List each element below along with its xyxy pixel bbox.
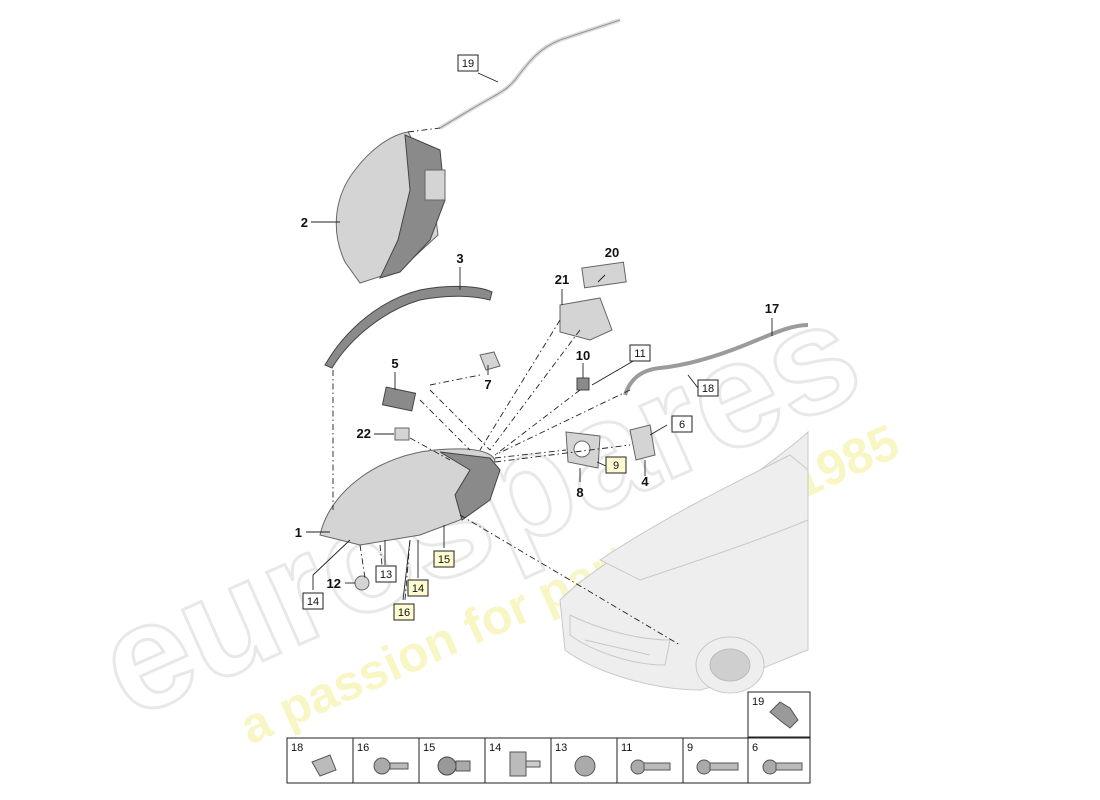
label-3: 3 — [456, 251, 463, 266]
bracket-21 — [559, 297, 613, 341]
label-4: 4 — [641, 474, 649, 489]
svg-text:9: 9 — [687, 742, 693, 754]
svg-text:11: 11 — [634, 348, 645, 360]
svg-text:9: 9 — [613, 460, 619, 472]
label-7: 7 — [484, 377, 491, 392]
cable-17 — [623, 323, 809, 396]
legend-top: 19 — [747, 691, 811, 738]
part-22 — [394, 427, 410, 441]
leader-lines — [306, 72, 773, 646]
svg-text:14: 14 — [412, 583, 424, 595]
legend-cell-13: 13 — [550, 737, 618, 784]
svg-text:16: 16 — [357, 742, 369, 754]
box-label-15: 15 — [433, 550, 455, 568]
svg-text:18: 18 — [702, 383, 714, 395]
legend-bottom: 18 16 15 14 13 11 — [286, 737, 811, 784]
label-8: 8 — [576, 485, 583, 500]
boxed-labels: 19 11 18 6 9 15 13 14 — [302, 54, 719, 621]
box-label-13: 13 — [375, 565, 397, 583]
headlight-housing-2 — [335, 131, 446, 284]
part-20 — [581, 261, 627, 289]
svg-text:19: 19 — [462, 58, 474, 70]
part-5 — [381, 386, 417, 412]
svg-text:16: 16 — [398, 607, 410, 619]
svg-text:6: 6 — [679, 419, 685, 431]
label-17: 17 — [765, 301, 779, 316]
label-12: 12 — [327, 576, 341, 591]
part-10 — [576, 377, 590, 391]
box-label-19: 19 — [457, 54, 479, 72]
legend-cell-18: 18 — [286, 737, 354, 784]
svg-text:13: 13 — [555, 742, 567, 754]
legend-cell-9: 9 — [682, 737, 749, 784]
svg-text:14: 14 — [489, 742, 501, 754]
legend-cell-11: 11 — [616, 737, 684, 784]
box-label-16: 16 — [393, 603, 415, 621]
car-illustration — [559, 430, 809, 694]
box-label-9: 9 — [605, 456, 627, 474]
label-21: 21 — [555, 272, 569, 287]
box-label-6: 6 — [671, 415, 693, 433]
plain-labels: 2 3 20 21 17 5 10 7 22 8 4 1 12 — [295, 215, 779, 591]
trim-strip-3 — [324, 285, 493, 369]
headlight-1 — [319, 448, 501, 546]
legend-cell-15: 15 — [418, 737, 486, 784]
svg-text:11: 11 — [621, 742, 632, 754]
svg-text:6: 6 — [752, 742, 758, 754]
label-10: 10 — [576, 348, 590, 363]
box-label-11: 11 — [629, 344, 651, 362]
svg-text:15: 15 — [423, 742, 435, 754]
label-22: 22 — [357, 426, 371, 441]
box-label-14-right: 14 — [407, 579, 429, 597]
legend-cell-16: 16 — [352, 737, 420, 784]
label-20: 20 — [605, 245, 619, 260]
legend-top-number: 19 — [752, 696, 764, 708]
svg-text:15: 15 — [438, 554, 450, 566]
box-label-14-left: 14 — [302, 592, 324, 610]
label-2: 2 — [301, 215, 308, 230]
label-1: 1 — [295, 525, 302, 540]
part-7 — [479, 351, 501, 371]
svg-text:14: 14 — [307, 596, 319, 608]
legend-cell-6: 6 — [747, 737, 811, 784]
svg-text:13: 13 — [380, 569, 392, 581]
part-12 — [354, 575, 370, 591]
box-label-18: 18 — [697, 379, 719, 397]
svg-text:18: 18 — [291, 742, 303, 754]
legend-cell-14: 14 — [484, 737, 552, 784]
module-4 — [629, 424, 656, 461]
label-5: 5 — [391, 356, 398, 371]
